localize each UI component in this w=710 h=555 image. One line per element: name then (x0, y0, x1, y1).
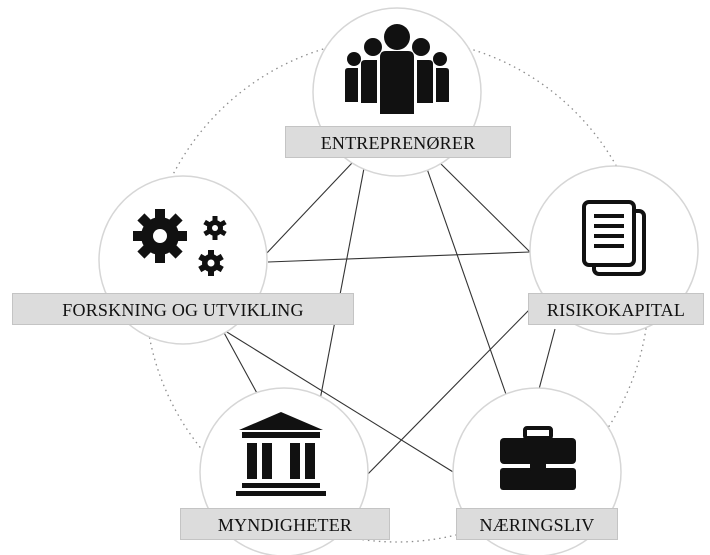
connection-lines (221, 162, 556, 479)
label-entreprenorer: ENTREPRENØRER (285, 126, 511, 158)
edge-forskning-risikokapital (267, 251, 531, 263)
edge-forskning-myndigheter (221, 328, 259, 396)
edge-forskning-naeringsliv (221, 328, 459, 476)
label-naeringsliv: NÆRINGSLIV (456, 508, 618, 540)
documents-icon (582, 200, 646, 276)
government-building-icon (236, 412, 326, 496)
edge-entreprenorer-forskning (264, 162, 353, 256)
gears-icon (133, 209, 227, 276)
label-myndigheter: MYNDIGHETER (180, 508, 390, 540)
briefcase-icon (500, 426, 576, 490)
people-group-icon (345, 24, 449, 114)
edge-entreprenorer-risikokapital (439, 162, 531, 253)
edge-risikokapital-naeringsliv (537, 328, 556, 394)
edge-risikokapital-myndigheter (363, 308, 531, 479)
label-forskning: FORSKNING OG UTVIKLING (12, 293, 354, 325)
edge-entreprenorer-naeringsliv (424, 162, 509, 401)
label-risikokapital: RISIKOKAPITAL (528, 293, 704, 325)
edge-entreprenorer-myndigheter (319, 162, 366, 401)
